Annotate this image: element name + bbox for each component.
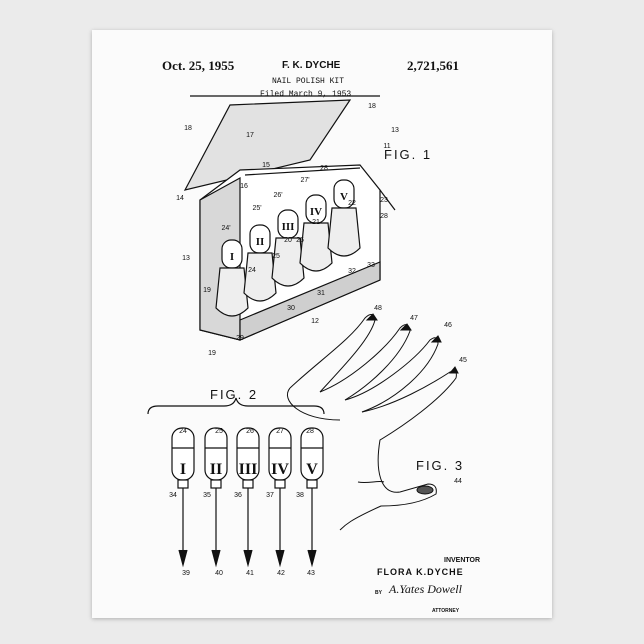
reference-numeral: 17 <box>246 132 254 139</box>
reference-numeral: 45 <box>459 357 467 364</box>
bottle-numeral: II <box>210 461 222 478</box>
reference-numeral: 18 <box>184 125 192 132</box>
reference-numeral: 42 <box>277 570 285 577</box>
reference-numeral: 24' <box>221 225 230 232</box>
bottle-numeral: I <box>230 251 234 263</box>
reference-numeral: 35 <box>203 492 211 499</box>
reference-numeral: 47 <box>410 315 418 322</box>
reference-numeral: 26 <box>246 428 254 435</box>
reference-numeral: 27 <box>276 428 284 435</box>
reference-numeral: 27' <box>300 177 309 184</box>
reference-numeral: 31 <box>317 290 325 297</box>
reference-numeral: 29 <box>236 335 244 342</box>
reference-numeral: 20 <box>284 237 292 244</box>
bottle-numeral: V <box>340 191 348 203</box>
reference-numeral: 22 <box>348 200 356 207</box>
reference-numeral: 48 <box>374 305 382 312</box>
reference-numeral: 41 <box>246 570 254 577</box>
reference-numeral: 32 <box>348 268 356 275</box>
reference-numeral: 28 <box>320 165 328 172</box>
bottle-numeral: II <box>256 236 265 248</box>
bottle-numeral: III <box>239 461 258 478</box>
reference-numeral: 43 <box>307 570 315 577</box>
reference-numeral: 28 <box>306 428 314 435</box>
reference-numeral: 21 <box>312 219 320 226</box>
reference-numeral: 28 <box>380 213 388 220</box>
reference-numeral: 25 <box>215 428 223 435</box>
reference-numeral: 18 <box>368 103 376 110</box>
reference-numeral: 19 <box>203 287 211 294</box>
reference-numeral: 25' <box>252 205 261 212</box>
reference-numeral: 15 <box>262 162 270 169</box>
bottle-numeral: V <box>306 461 318 478</box>
reference-numeral: 30 <box>287 305 295 312</box>
bottle-numeral: IV <box>271 461 289 478</box>
reference-numeral: 36 <box>234 492 242 499</box>
reference-numeral: 19 <box>208 350 216 357</box>
fig2-brace <box>148 398 324 414</box>
reference-numeral: 33 <box>367 262 375 269</box>
reference-numeral: 24 <box>179 428 187 435</box>
reference-numeral: 38 <box>296 492 304 499</box>
reference-numeral: 11 <box>383 143 390 150</box>
patent-drawing: IIIIIIIVV IIIIIIIVV 18171813111516142827… <box>92 30 552 618</box>
patent-poster: Oct. 25, 1955 F. K. DYCHE 2,721,561 NAIL… <box>92 30 552 618</box>
fig2-bottle: V <box>301 428 323 565</box>
reference-numeral: 24 <box>248 267 256 274</box>
reference-numeral: 26' <box>273 192 282 199</box>
reference-numeral: 39 <box>182 570 190 577</box>
reference-numeral: 12 <box>311 318 319 325</box>
reference-numeral: 13 <box>391 127 399 134</box>
reference-numeral: 16 <box>240 183 248 190</box>
reference-numeral: 44 <box>454 478 462 485</box>
reference-numeral: 23 <box>380 197 388 204</box>
reference-numeral: 37 <box>266 492 274 499</box>
reference-numeral: 34 <box>169 492 177 499</box>
reference-numeral: 13 <box>182 255 190 262</box>
bottle-numeral: III <box>282 221 295 233</box>
reference-numeral: 25 <box>272 253 280 260</box>
reference-numeral: 14 <box>176 195 184 202</box>
reference-numeral: 26 <box>296 237 304 244</box>
bottle-numeral: IV <box>310 206 322 218</box>
fig3-hand <box>287 314 458 530</box>
reference-numeral: 40 <box>215 570 223 577</box>
bottle-numeral: I <box>180 461 186 478</box>
reference-numeral: 46 <box>444 322 452 329</box>
